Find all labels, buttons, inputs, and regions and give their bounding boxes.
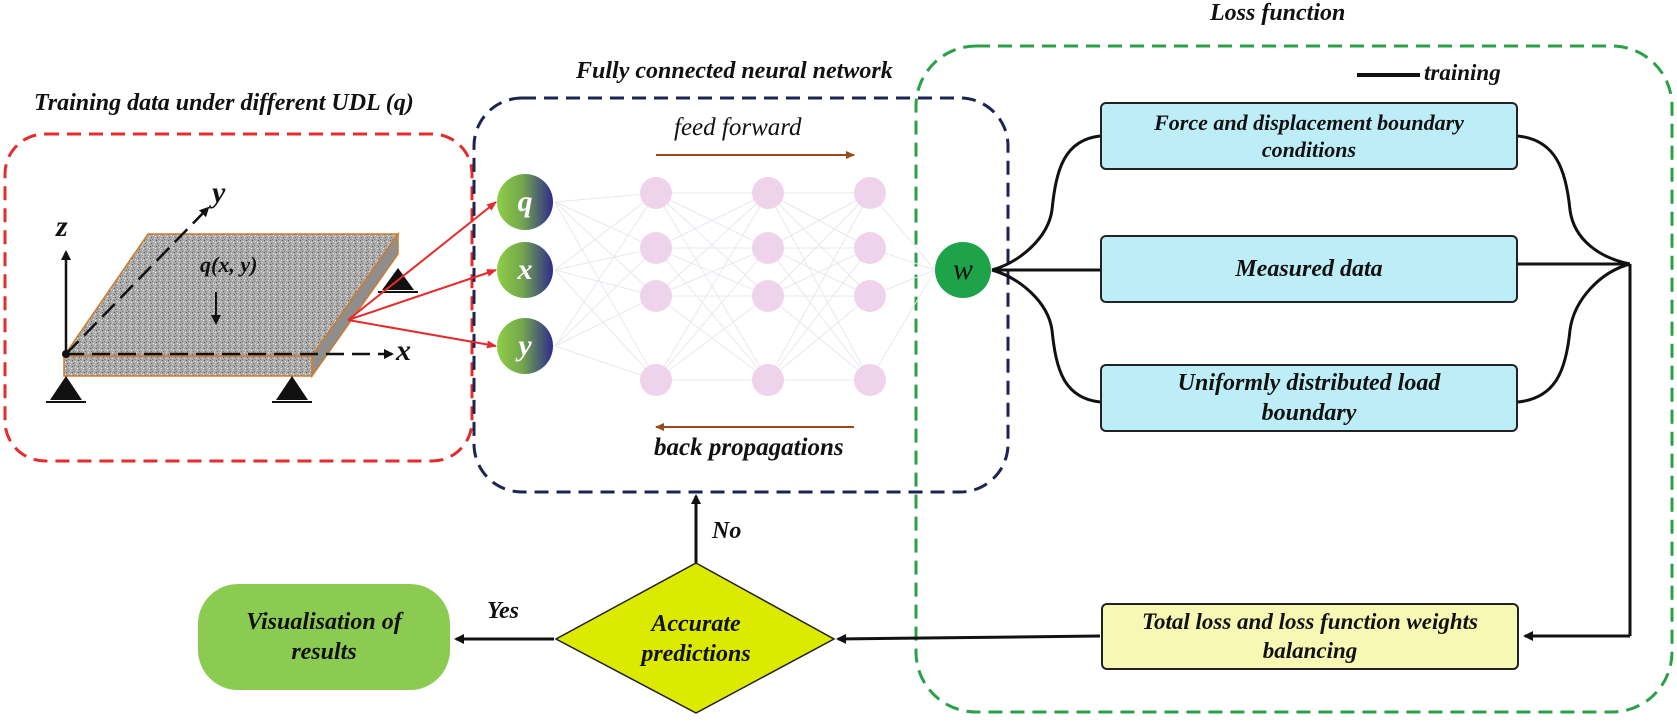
input-node-x: x [497,242,553,298]
loss-term-boundary-label: Force and displacement boundary conditio… [1154,109,1464,163]
loss-term-udl-label: Uniformly distributed load boundary [1177,370,1441,426]
network-connections [554,192,936,381]
output-label-w: w [952,253,973,286]
hidden-node [854,280,886,312]
hidden-node [854,232,886,264]
loss-term-boundary: Force and displacement boundary conditio… [1100,102,1518,170]
loss-term-measured: Measured data [1100,235,1518,303]
loss-braces [991,134,1632,636]
input-node-q: q [497,174,553,230]
plate-panel-border [3,132,474,463]
loss-panel-title: Loss function [1210,0,1346,26]
input-label-x: x [517,253,533,286]
legend-label: training [1424,60,1501,85]
output-node-w: w [935,242,991,298]
no-label: No [712,518,742,544]
hidden-node [752,280,784,312]
input-node-y: y [497,318,553,374]
y-axis [65,206,210,355]
load-label: q(x, y) [200,252,258,277]
hidden-node [752,232,784,264]
loss-panel-border [914,44,1674,714]
yes-label: Yes [487,598,519,624]
loss-term-measured-label: Measured data [1235,256,1383,282]
decision-label: Accurate predictions [606,606,786,672]
decision-diamond [554,562,836,714]
hidden-layers [640,177,886,396]
total-loss-label: Total loss and loss function weights bal… [1142,608,1478,663]
hidden-node [854,177,886,209]
hidden-node [640,280,672,312]
x-axis-label: x [396,334,411,367]
visualisation-label: Visualisation of results [246,609,402,665]
loss-term-udl: Uniformly distributed load boundary [1100,364,1518,432]
hidden-node [640,364,672,396]
hidden-node [854,364,886,396]
network-panel-title: Fully connected neural network [576,58,893,84]
input-label-y: y [518,329,532,362]
feed-forward-label: feed forward [674,114,802,141]
hidden-node [752,177,784,209]
z-axis-label: z [56,210,68,243]
visualisation-box: Visualisation of results [198,584,450,690]
hidden-node [640,232,672,264]
hidden-node [640,177,672,209]
hidden-node [752,364,784,396]
plate-drawing [46,201,497,403]
y-axis-label: y [212,176,226,209]
back-propagation-label: back propagations [654,434,844,461]
decision-label-text: Accurate predictions [641,611,751,667]
total-to-decision-arrow [836,633,1101,644]
plate-panel-title: Training data under different UDL (q) [34,90,414,116]
network-panel-border [472,96,1010,494]
total-loss-box: Total loss and loss function weights bal… [1101,603,1519,670]
input-label-q: q [517,185,533,218]
